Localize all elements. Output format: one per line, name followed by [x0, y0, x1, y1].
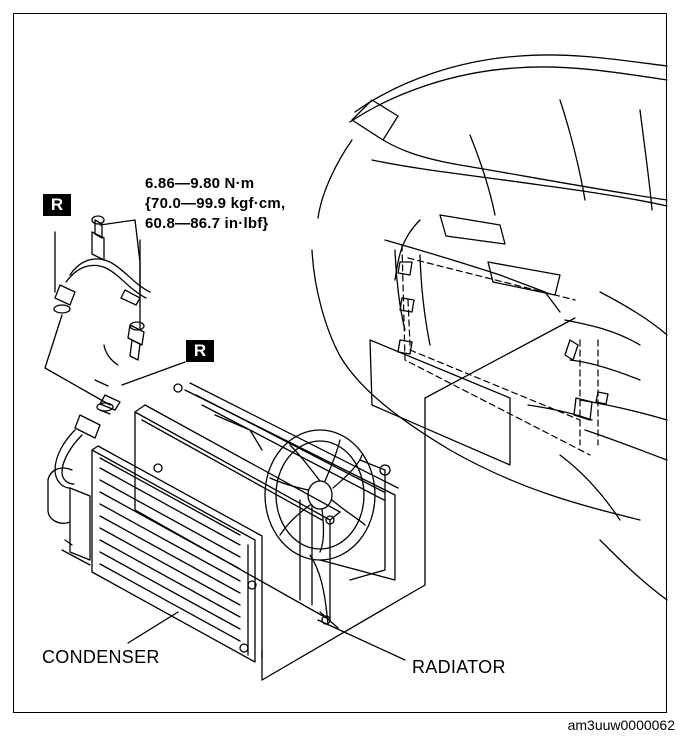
figure-frame [13, 13, 667, 713]
bolts [91, 215, 145, 361]
torque-spec-line-1: 6.86—9.80 N·m [145, 175, 255, 192]
refrigerant-pipes [54, 258, 151, 489]
o-ring-seals [53, 304, 114, 412]
radiator-label: RADIATOR [412, 657, 506, 677]
label-leader-lines [127, 611, 406, 661]
torque-spec-line-3: 60.8—86.7 in·lbf} [145, 215, 269, 232]
torque-spec-line-2: {70.0—99.9 kgf·cm, [145, 195, 286, 212]
condenser-assembly [47, 445, 263, 663]
figure-code: am3uuw0000062 [567, 717, 675, 733]
torque-leader-lines [44, 219, 186, 406]
mounting-guide-lines [401, 244, 599, 456]
radiator-assembly [134, 382, 399, 629]
replace-mark-badge: R [43, 194, 71, 216]
vehicle-front-body [311, 54, 668, 601]
torque-specification: 6.86—9.80 N·m {70.0—99.9 kgf·cm, 60.8—86… [145, 174, 285, 234]
condenser-label: CONDENSER [42, 647, 160, 667]
replace-mark-badge: R [186, 340, 214, 362]
